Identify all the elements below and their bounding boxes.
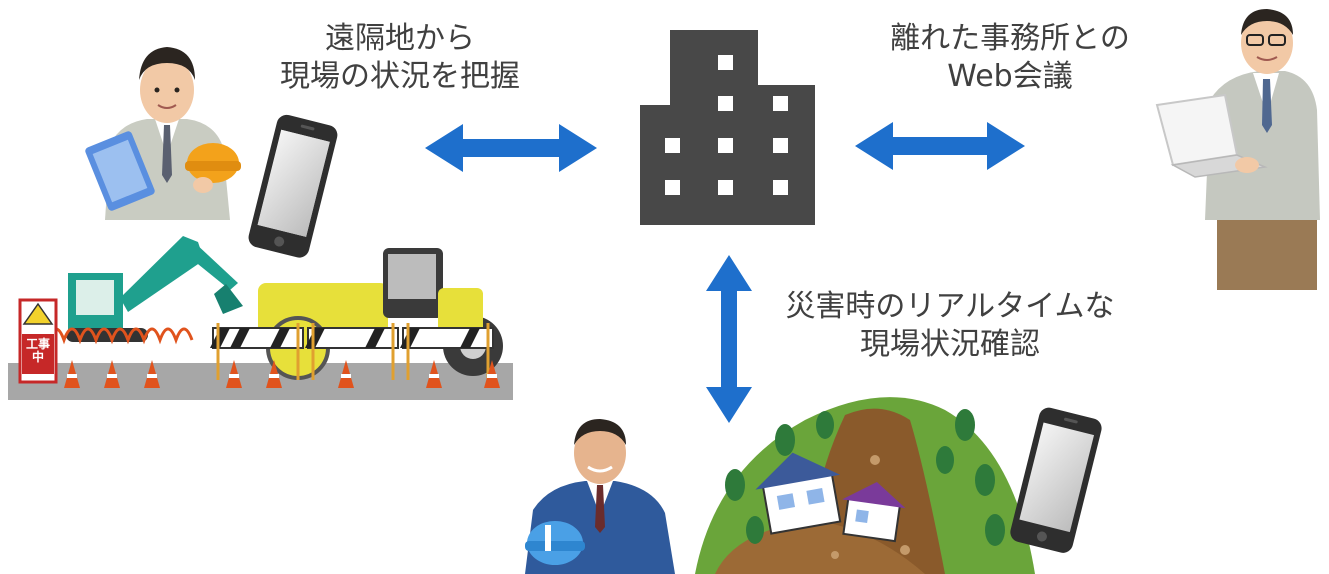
construction-sign-icon [18,298,58,384]
caption-web-meeting-line2: Web会議 [947,59,1073,94]
caption-web-meeting: 離れた事務所との Web会議 [860,20,1160,96]
construction-sign-text: 工事中 [25,337,50,364]
office-worker-laptop-illustration [1155,9,1320,290]
caption-disaster-line1: 災害時のリアルタイムな [785,289,1115,324]
smartphone-icon [1010,407,1102,553]
house-icon [755,452,842,535]
caption-disaster: 災害時のリアルタイムな 現場状況確認 [760,288,1140,364]
arrow-vertical-double-icon [706,255,752,423]
caption-remote-site: 遠隔地から 現場の状況を把握 [235,20,565,96]
caption-disaster-line2: 現場状況確認 [860,327,1040,362]
caption-remote-site-line1: 遠隔地から [325,21,475,56]
disaster-worker-illustration [525,419,675,574]
office-building-icon [640,30,815,225]
caption-remote-site-line2: 現場の状況を把握 [280,59,520,94]
construction-site-illustration [8,236,513,400]
house-icon [842,481,906,543]
excavator-icon [66,236,243,342]
site-worker-illustration [85,47,241,220]
road-roller-icon [258,248,503,380]
arrow-right-double-icon [855,122,1025,170]
smartphone-icon [248,114,338,258]
arrow-left-double-icon [425,124,597,172]
fence-icon [46,327,194,345]
barrier-icon [210,323,494,380]
landslide-illustration [695,397,1035,574]
caption-web-meeting-line1: 離れた事務所との [890,21,1130,56]
